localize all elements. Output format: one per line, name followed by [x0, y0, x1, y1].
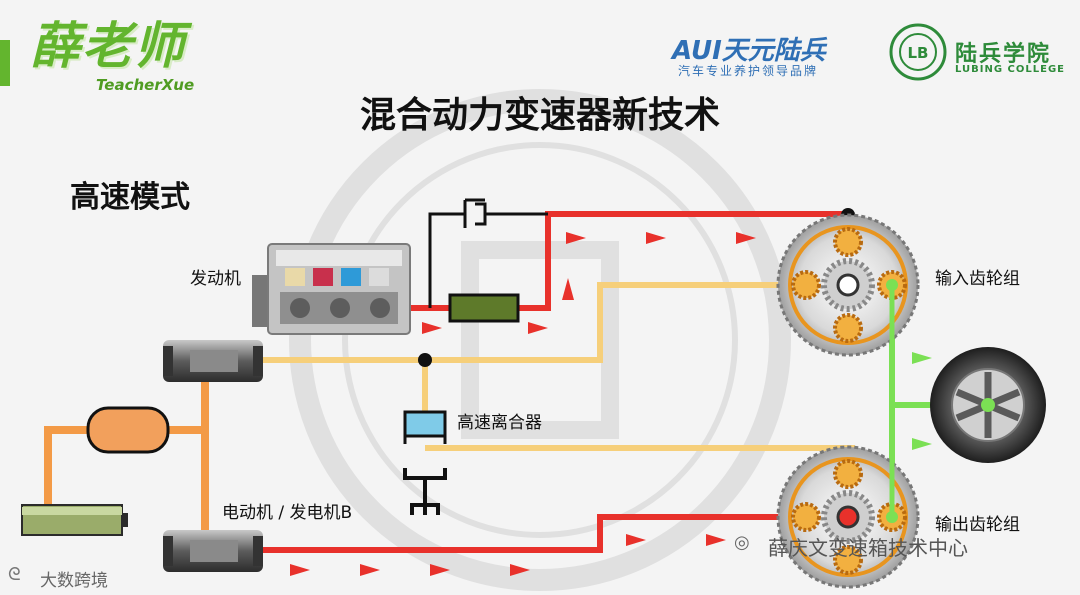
- college-seal-icon: LB: [889, 23, 947, 81]
- wechat-icon: ◎: [734, 532, 750, 553]
- battery-icon: [21, 504, 128, 536]
- motor-generator-b-label: 电动机 / 发电机B: [222, 503, 353, 523]
- page-title: 混合动力变速器新技术: [359, 95, 720, 136]
- svg-text:LB: LB: [908, 44, 929, 62]
- college-name: 陆兵学院: [955, 42, 1052, 67]
- output-gearset-label: 输出齿轮组: [935, 515, 1020, 535]
- brand-logo-cn: 薛老师: [30, 17, 186, 75]
- motor-a-icon: [163, 340, 263, 382]
- motor-b-icon: [163, 530, 263, 572]
- input-gearset-icon: [776, 213, 920, 357]
- college-seal-watermark: [289, 89, 791, 591]
- wechat-watermark: 薛庆文变速箱技术中心: [768, 536, 968, 560]
- torsion-damper: [448, 293, 520, 323]
- mode-title: 高速模式: [70, 180, 190, 215]
- battery-link-lines: [44, 360, 209, 550]
- engine-label: 发动机: [190, 269, 241, 289]
- damper-icon: [428, 198, 548, 308]
- partner-logo: AUI天元陆兵: [672, 36, 826, 66]
- high-speed-clutch-label: 高速离合器: [457, 413, 542, 433]
- brand-accent-bar: [0, 40, 10, 86]
- corner-watermark: 大数跨境: [40, 571, 108, 591]
- input-gearset-label: 输入齿轮组: [935, 269, 1020, 289]
- brand-logo-en: TeacherXue: [96, 76, 195, 94]
- engine-icon: [252, 243, 411, 335]
- inverter-icon: [86, 406, 170, 454]
- clutch-icon: [403, 410, 447, 444]
- junction-dot: [418, 353, 432, 367]
- wheel-icon: [930, 347, 1046, 463]
- corner-logo-icon: ᘓ: [8, 564, 21, 585]
- output-ring-node: [886, 511, 898, 523]
- partner-slogan: 汽车专业养护领导品牌: [678, 64, 819, 78]
- college-name-en: LUBING COLLEGE: [955, 64, 1065, 75]
- engine-flow-arrows: [290, 232, 756, 576]
- output-flow-arrows: [912, 352, 932, 450]
- input-ring-node: [886, 279, 898, 291]
- brake-icon: [403, 468, 447, 515]
- output-gearset-icon: [776, 445, 920, 589]
